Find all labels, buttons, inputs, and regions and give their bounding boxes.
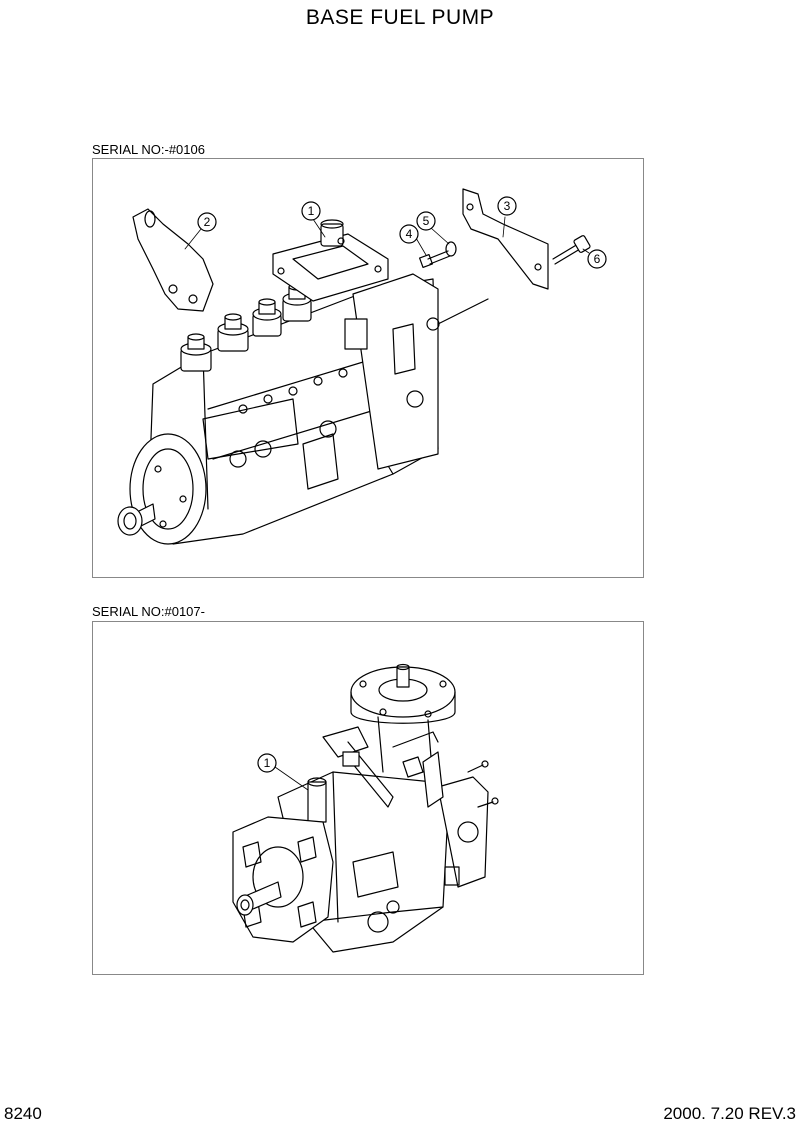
diagram-panel-top: 1 2 3 4 5 6 bbox=[92, 158, 644, 578]
callout-5 bbox=[416, 211, 450, 245]
callout-2 bbox=[184, 212, 217, 250]
callout-1-bottom bbox=[257, 753, 309, 791]
rotary-pump-illustration: 1 bbox=[232, 663, 499, 953]
inline-pump-illustration: 1 2 3 4 5 6 bbox=[117, 188, 607, 545]
callout-1 bbox=[301, 201, 326, 238]
callout-1-bottom-label: 1 bbox=[264, 756, 271, 770]
callout-3 bbox=[497, 196, 517, 238]
callout-1-label: 1 bbox=[308, 204, 315, 218]
callout-6 bbox=[582, 248, 607, 269]
diagram-panel-bottom: 1 bbox=[92, 621, 644, 975]
callout-4 bbox=[399, 224, 427, 256]
callout-2-label: 2 bbox=[204, 215, 211, 229]
page-number: 8240 bbox=[4, 1104, 42, 1123]
revision-date: 2000. 7.20 REV.3 bbox=[663, 1104, 796, 1123]
serial-label-top: SERIAL NO:-#0106 bbox=[92, 142, 205, 157]
callout-5-label: 5 bbox=[423, 214, 430, 228]
serial-label-bottom: SERIAL NO:#0107- bbox=[92, 604, 205, 619]
page-title: BASE FUEL PUMP bbox=[305, 6, 495, 29]
callout-6-label: 6 bbox=[594, 252, 601, 266]
callout-4-label: 4 bbox=[406, 227, 413, 241]
callout-3-label: 3 bbox=[504, 199, 511, 213]
